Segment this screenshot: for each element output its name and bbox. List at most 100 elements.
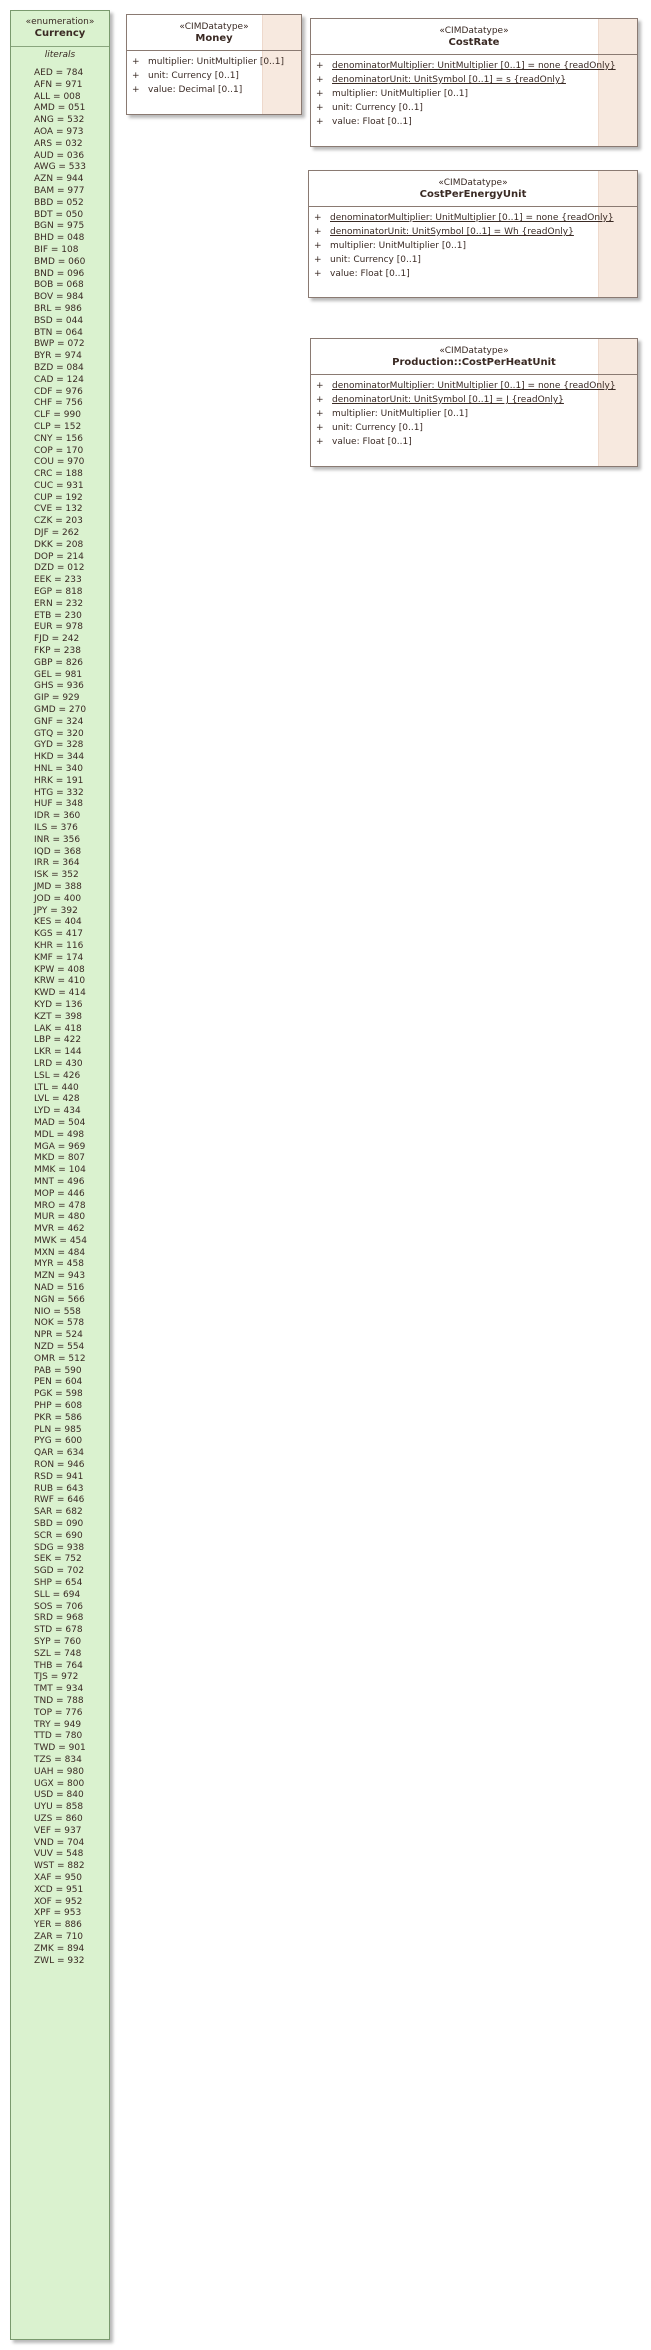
enum-literal: LBP = 422 [34,1035,82,1046]
class-name: Production::CostPerHeatUnit [392,357,556,368]
enum-literal: GBP = 826 [34,657,84,668]
enum-literal: PGK = 598 [34,1389,83,1400]
attribute-text: denominatorUnit: UnitSymbol [0..1] = J {… [332,395,564,405]
enum-literal: XOF = 952 [34,1896,83,1907]
enum-literal: IDR = 360 [34,811,81,822]
enum-literal: IRR = 364 [34,858,80,869]
enum-literal: YER = 886 [34,1920,82,1931]
enum-literal: GNF = 324 [34,716,84,727]
enum-literal: UGX = 800 [34,1778,85,1789]
class-divider [309,206,637,207]
enum-literal: GEL = 981 [34,669,83,680]
enum-literal: HTG = 332 [34,787,84,798]
enum-literal: ISK = 352 [34,870,79,881]
enum-literal: AED = 784 [34,68,84,78]
enum-literal: CHF = 756 [34,398,83,409]
enum-literal: BGN = 975 [34,221,85,232]
enum-literal: SAR = 682 [34,1507,83,1518]
enum-literal: CAD = 124 [34,374,84,385]
costrate-class[interactable]: «CIMDatatype» CostRate +denominatorMulti… [310,18,638,147]
enum-literal: BND = 096 [34,268,85,279]
enum-literal: USD = 840 [34,1790,84,1801]
attribute-row: + denominatorUnit: UnitSymbol [0..1] = J … [311,393,637,407]
enum-literal: QAR = 634 [34,1448,84,1459]
enum-literal: TOP = 776 [34,1707,83,1718]
class-divider [127,50,301,51]
enum-literal: UYU = 858 [34,1802,84,1813]
visibility-marker: + [316,409,324,419]
enum-literal: EEK = 233 [34,575,82,586]
attribute-text: multiplier: UnitMultiplier [0..1] [332,89,469,99]
enum-literal: LVL = 428 [34,1094,80,1105]
enum-literal: XPF = 953 [34,1908,82,1919]
enum-literal: CLF = 990 [34,410,81,421]
enum-literal: NPR = 524 [34,1330,83,1341]
attribute-row: +unit: Currency [0..1] [311,101,637,115]
enum-literal: MOP = 446 [34,1188,85,1199]
enum-literal: RWF = 646 [34,1495,85,1506]
enum-literal: PLN = 985 [34,1424,82,1435]
enum-literal: AWG = 533 [34,162,86,173]
enum-literal: RON = 946 [34,1460,85,1471]
class-stereotype: «CIMDatatype» [439,346,509,356]
enum-literal: LYD = 434 [34,1106,81,1117]
enum-literal: UZS = 860 [34,1813,83,1824]
enum-literal: GTQ = 320 [34,728,84,739]
attribute-row: +denominatorMultiplier: UnitMultiplier [… [311,379,637,393]
enum-literal: MNT = 496 [34,1176,85,1187]
class-divider [311,54,637,55]
enum-literal: SRD = 968 [34,1613,84,1624]
enum-literal: MKD = 807 [34,1153,86,1164]
enum-literal: KGS = 417 [34,929,84,940]
enum-literal: IQD = 368 [34,846,82,857]
attribute-row: +denominatorMultiplier: UnitMultiplier [… [309,211,637,225]
attribute-row: +denominatorUnit: UnitSymbol [0..1] = s … [311,73,637,87]
enum-literal: FKP = 238 [34,646,81,657]
literals-section-label: literals [44,50,76,60]
enum-literal: PAB = 590 [34,1365,82,1376]
enum-literal: BHD = 048 [34,233,85,244]
enum-literal: BMD = 060 [34,256,86,267]
class-stereotype: «CIMDatatype» [438,178,508,188]
attribute-row: +value: Decimal [0..1] [127,83,301,97]
enum-literal: UAH = 980 [34,1766,84,1777]
attribute-row: + multiplier: UnitMultiplier [0..1] [311,407,637,421]
enum-literal: TMT = 934 [34,1684,84,1695]
enum-literal: MMK = 104 [34,1165,86,1176]
attribute-row: +value: Float [0..1] [309,267,637,281]
money-class[interactable]: «CIMDatatype» Money +multiplier: UnitMul… [126,14,302,115]
class-side-strip [598,19,637,146]
enum-literal: FJD = 242 [34,634,80,645]
enum-literal: AOA = 973 [34,126,84,137]
visibility-marker: + [316,395,324,405]
enum-literal: JMD = 388 [34,881,82,892]
enum-literal: SZL = 748 [34,1648,82,1659]
enum-literal: CZK = 203 [34,516,83,527]
costperenergyunit-class[interactable]: «CIMDatatype» CostPerEnergyUnit +denomin… [308,170,638,298]
class-stereotype: «CIMDatatype» [439,26,509,36]
enum-literal: KMF = 174 [34,952,84,963]
attribute-text: unit: Currency [0..1] [148,71,239,81]
enum-literal: MGA = 969 [34,1141,86,1152]
enum-literal: TND = 788 [34,1695,84,1706]
costperheatunit-class[interactable]: «CIMDatatype» Production::CostPerHeatUni… [310,338,638,467]
enum-literal: SYP = 760 [34,1636,82,1647]
currency-enumeration[interactable]: «enumeration» Currency literals AED = 78… [10,10,110,2340]
class-name: CostPerEnergyUnit [419,189,527,200]
enum-literal: DZD = 012 [34,563,85,574]
enum-literal: AUD = 036 [34,150,85,161]
enum-literal: HKD = 344 [34,752,85,763]
attribute-text: multiplier: UnitMultiplier [0..1] [332,409,469,419]
enum-literal: OMR = 512 [34,1353,86,1364]
enum-literal: DOP = 214 [34,551,84,562]
enum-literal: BSD = 044 [34,315,84,326]
enum-literal: BDT = 050 [34,209,84,220]
enum-literal: DKK = 208 [34,539,84,550]
enum-literal: CNY = 156 [34,433,83,444]
enum-literal: LRD = 430 [34,1058,83,1069]
enum-literal: TTD = 780 [34,1731,83,1742]
enum-literal: BWP = 072 [34,339,85,350]
enum-literal: ZAR = 710 [34,1931,84,1942]
enum-literal: ERN = 232 [34,598,84,609]
